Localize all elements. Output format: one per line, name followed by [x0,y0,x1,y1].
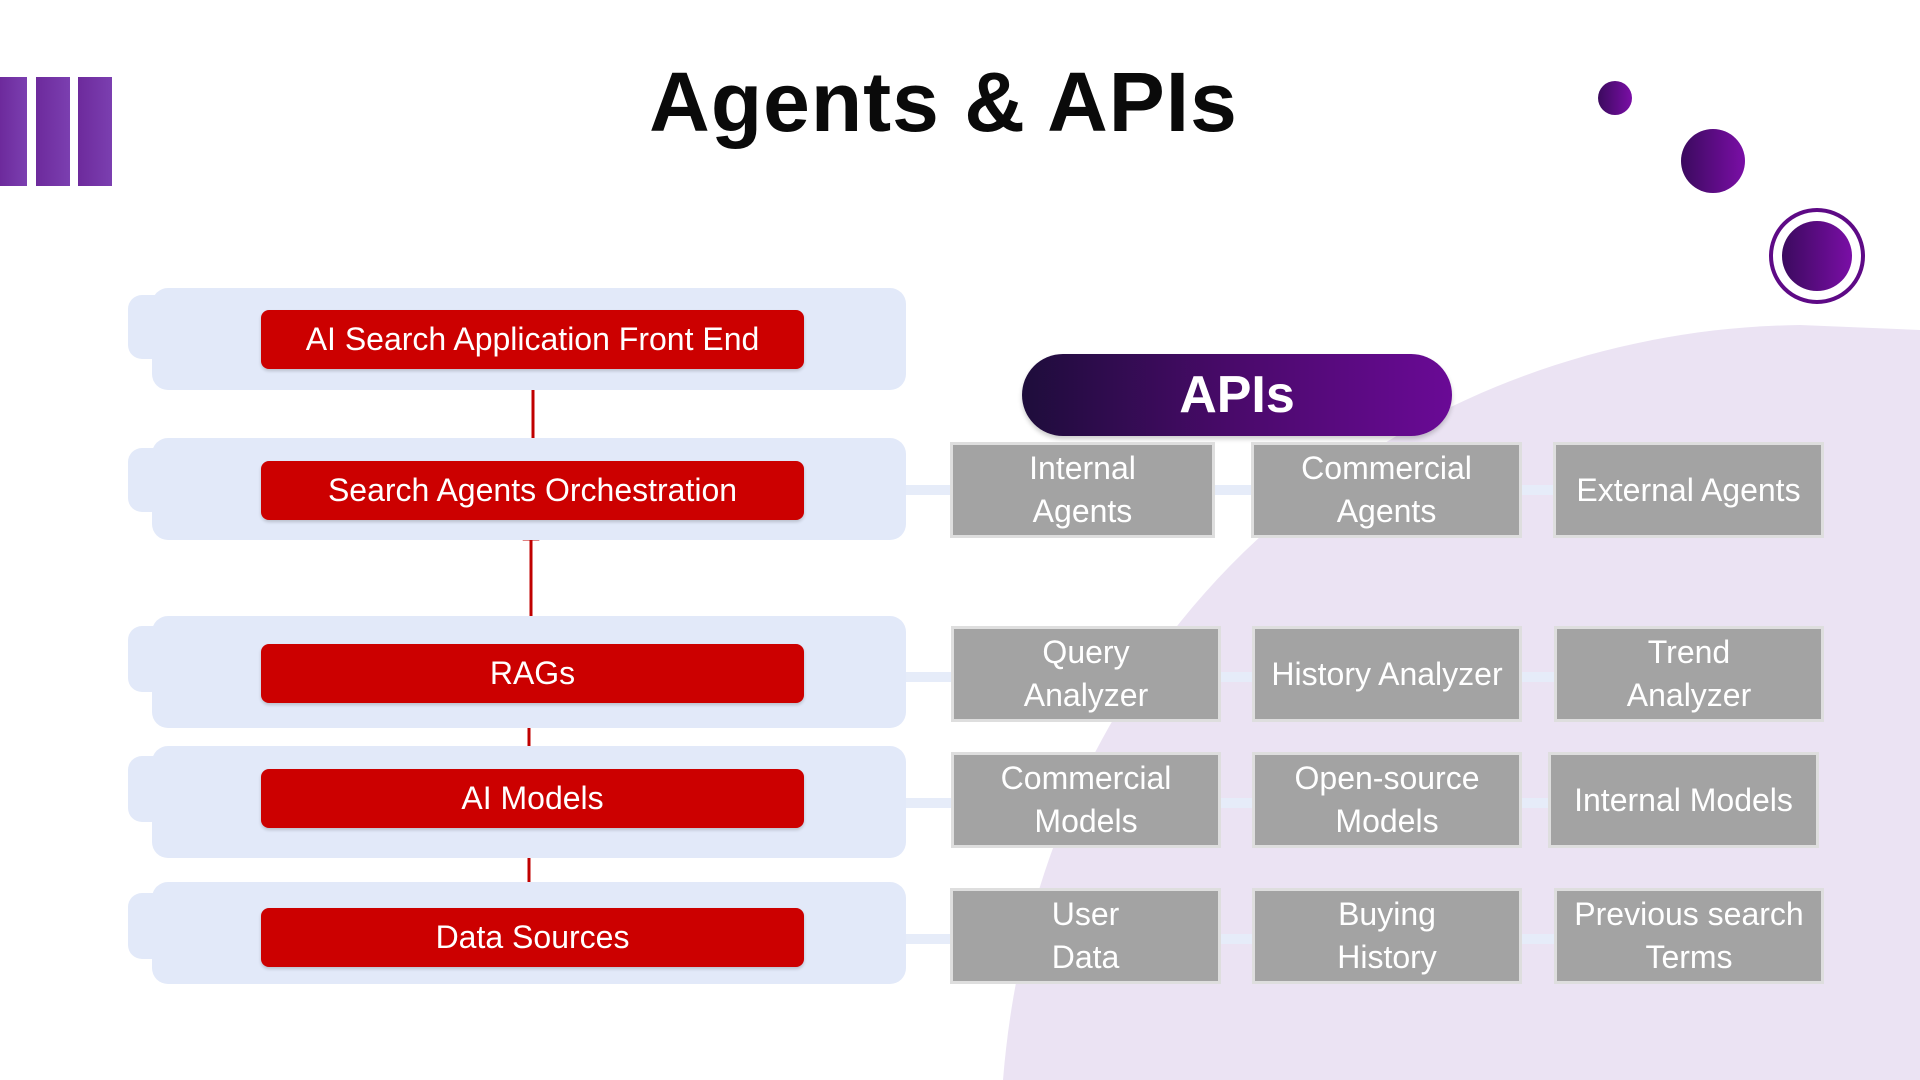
api-box-internal-models: Internal Models [1548,752,1819,848]
layer-orchestration: Search Agents Orchestration [261,461,804,520]
decor-dot-medium [1681,129,1745,193]
layer-data-sources: Data Sources [261,908,804,967]
page-title: Agents & APIs [649,55,1238,149]
api-box-query-analyzer: Query Analyzer [951,626,1221,722]
layer-rags: RAGs [261,644,804,703]
decor-dot-inner [1782,221,1852,291]
decor-bar-2 [36,77,70,186]
decor-dot-small [1598,81,1632,115]
api-box-commercial-agents: Commercial Agents [1251,442,1522,538]
api-box-buying-history: Buying History [1252,888,1522,984]
apis-header: APIs [1022,354,1452,436]
layer-frontend: AI Search Application Front End [261,310,804,369]
api-box-open-source-models: Open-source Models [1252,752,1522,848]
api-box-previous-search-terms: Previous search Terms [1554,888,1824,984]
api-box-history-analyzer: History Analyzer [1252,626,1522,722]
decor-bar-1 [0,77,27,186]
decor-bar-3 [78,77,112,186]
api-box-commercial-models: Commercial Models [951,752,1221,848]
api-box-user-data: User Data [950,888,1221,984]
api-box-trend-analyzer: Trend Analyzer [1554,626,1824,722]
api-box-external-agents: External Agents [1553,442,1824,538]
layer-ai-models: AI Models [261,769,804,828]
decor-ring [1769,208,1865,304]
api-box-internal-agents: Internal Agents [950,442,1215,538]
